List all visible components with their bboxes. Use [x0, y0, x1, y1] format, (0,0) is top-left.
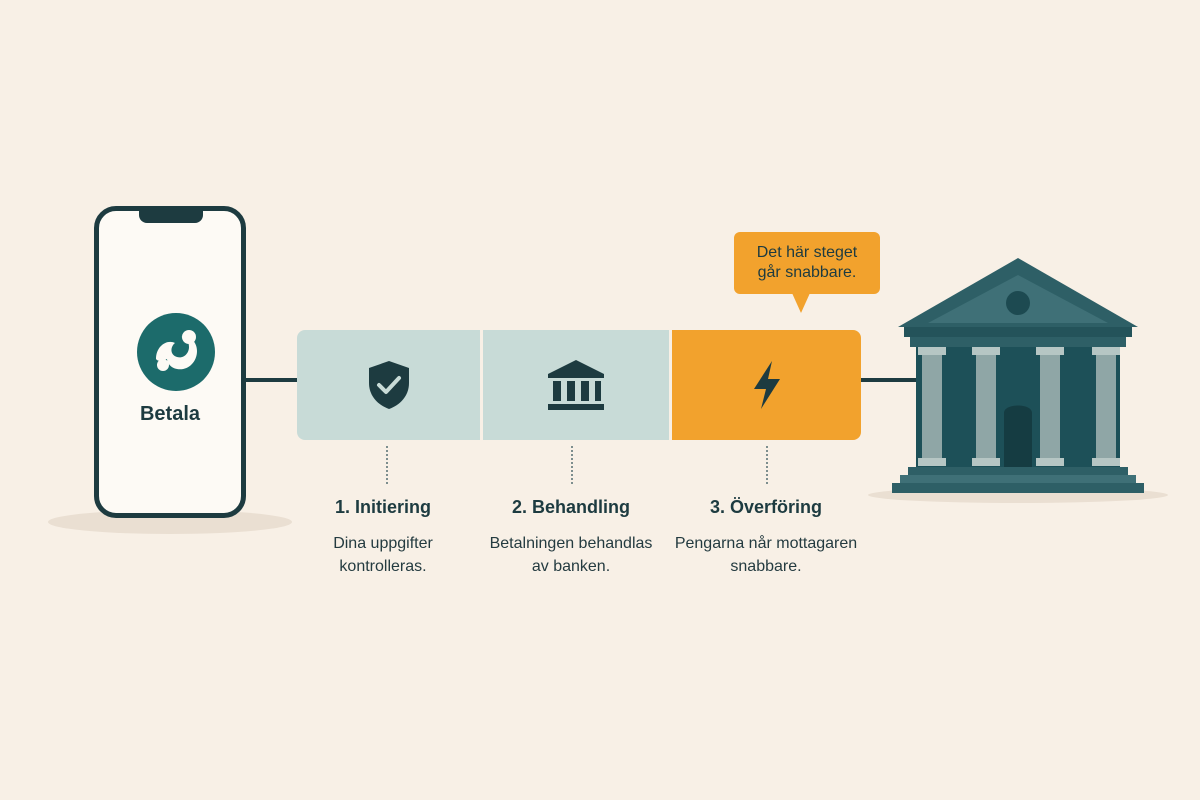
step-behandling — [483, 330, 669, 440]
step-2-description: Betalningen behandlas av banken. — [461, 532, 681, 578]
step-3-description-line1: Pengarna når mottagaren — [674, 535, 858, 552]
bank-icon — [548, 360, 604, 410]
step-2-description-line2: av banken. — [531, 558, 611, 575]
step-1-title: 1. Initiering — [334, 497, 431, 517]
betala-logo-icon — [137, 313, 215, 391]
step-initiering — [297, 330, 480, 440]
speed-tooltip: Det här steget går snabbare. — [734, 232, 880, 294]
connector-steps-to-bank — [861, 378, 917, 382]
bank-building-icon — [868, 258, 1168, 503]
step-1-description-line1: Dina uppgifter — [333, 535, 433, 552]
step-3-description: Pengarna når mottagaren snabbare. — [656, 532, 876, 578]
step-2-divider — [571, 446, 573, 484]
lightning-icon — [753, 361, 780, 409]
phone-notch — [139, 209, 203, 223]
step-1-description: Dina uppgifter kontrolleras. — [273, 532, 493, 578]
step-2-description-line1: Betalningen behandlas — [489, 535, 653, 552]
shield-check-icon — [368, 361, 409, 409]
connector-phone-to-steps — [246, 378, 298, 382]
brand-name: Betala — [139, 403, 201, 425]
phone-device: Betala — [94, 206, 246, 518]
tooltip-line1: Det här steget — [756, 244, 858, 261]
step-1-description-line2: kontrolleras. — [339, 558, 427, 575]
tooltip-tail — [792, 293, 810, 313]
step-2-title: 2. Behandling — [511, 497, 630, 517]
step-1-divider — [386, 446, 388, 484]
step-3-divider — [766, 446, 768, 484]
step-3-title: 3. Överföring — [709, 497, 823, 517]
step-overforing — [672, 330, 861, 440]
step-3-description-line2: snabbare. — [730, 558, 802, 575]
tooltip-line2: går snabbare. — [757, 264, 857, 281]
